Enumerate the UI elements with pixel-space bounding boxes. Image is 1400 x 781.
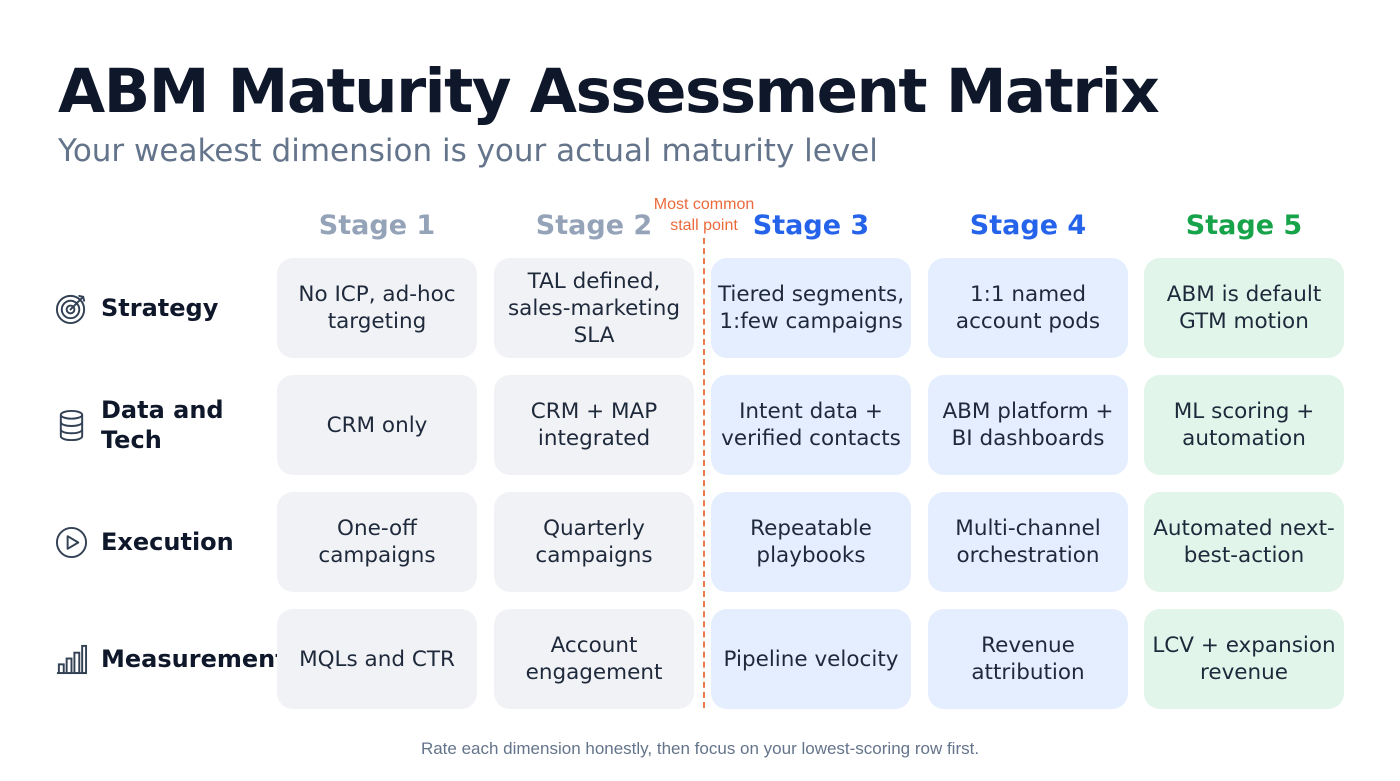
- dimension-data-and-tech: Data and Tech: [55, 375, 231, 475]
- cell-text: MQLs and CTR: [299, 646, 455, 672]
- cell-text: CRM + MAP integrated: [530, 399, 658, 451]
- cell-text: Revenue attribution: [971, 633, 1085, 685]
- dimension-label: Measurement: [101, 645, 287, 673]
- cell-text: Quarterly campaigns: [535, 516, 653, 568]
- footer-note: Rate each dimension honestly, then focus…: [420, 739, 980, 758]
- cell-text: ABM is default GTM motion: [1166, 282, 1322, 334]
- stage-header-2: Stage 2: [535, 210, 653, 241]
- dimension-strategy: Strategy: [55, 258, 271, 358]
- cell-text: Intent data + verified contacts: [721, 399, 901, 451]
- cell-text: Pipeline velocity: [723, 646, 899, 672]
- matrix-cell: ABM is default GTM motion: [1144, 258, 1344, 358]
- cell-text: Multi-channel orchestration: [955, 516, 1101, 568]
- matrix-cell: Revenue attribution: [928, 609, 1128, 709]
- matrix-cell: CRM only: [277, 375, 477, 475]
- matrix-cell: Quarterly campaigns: [494, 492, 694, 592]
- matrix-cell: Multi-channel orchestration: [928, 492, 1128, 592]
- matrix-cell: Intent data + verified contacts: [711, 375, 911, 475]
- dimension-label: Strategy: [101, 294, 219, 322]
- cell-text: CRM only: [326, 412, 428, 438]
- stall-point-annotation: Most common stall point: [653, 196, 755, 234]
- dimension-execution: Execution: [55, 492, 271, 592]
- bar-chart-icon: [56, 644, 88, 674]
- cell-text: Automated next-best-action: [1153, 516, 1335, 568]
- stall-point-divider: [703, 238, 705, 708]
- matrix-cell: Account engagement: [494, 609, 694, 709]
- matrix-cell: Automated next-best-action: [1144, 492, 1344, 592]
- cell-text: Account engagement: [525, 633, 663, 685]
- matrix-cell: ML scoring + automation: [1144, 375, 1344, 475]
- dimension-label: Data and Tech: [101, 396, 224, 454]
- matrix-cell: ABM platform + BI dashboards: [928, 375, 1128, 475]
- page-subtitle: Your weakest dimension is your actual ma…: [58, 133, 878, 169]
- matrix-cell: No ICP, ad-hoc targeting: [277, 258, 477, 358]
- database-icon: [59, 409, 84, 441]
- cell-text: One-off campaigns: [318, 516, 436, 568]
- matrix-cell: Tiered segments, 1:few campaigns: [711, 258, 911, 358]
- cell-text: Tiered segments, 1:few campaigns: [717, 282, 905, 334]
- target-icon: [55, 294, 86, 324]
- stage-header-3: Stage 3: [752, 210, 870, 241]
- matrix-cell: One-off campaigns: [277, 492, 477, 592]
- stage-header-5: Stage 5: [1185, 210, 1303, 241]
- cell-text: 1:1 named account pods: [955, 282, 1101, 334]
- dimension-measurement: Measurement: [55, 609, 287, 709]
- matrix-cell: Repeatable playbooks: [711, 492, 911, 592]
- matrix-cell: Pipeline velocity: [711, 609, 911, 709]
- matrix-cell: TAL defined, sales-marketing SLA: [494, 258, 694, 358]
- matrix-cell: LCV + expansion revenue: [1144, 609, 1344, 709]
- cell-text: TAL defined, sales-marketing SLA: [507, 268, 681, 348]
- matrix-cell: CRM + MAP integrated: [494, 375, 694, 475]
- stage-header-1: Stage 1: [318, 210, 436, 241]
- play-icon: [55, 526, 88, 558]
- cell-text: Repeatable playbooks: [750, 516, 872, 568]
- dimension-label: Execution: [101, 528, 234, 556]
- cell-text: No ICP, ad-hoc targeting: [298, 282, 456, 334]
- cell-text: ML scoring + automation: [1173, 399, 1315, 451]
- cell-text: LCV + expansion revenue: [1152, 633, 1336, 685]
- cell-text: ABM platform + BI dashboards: [942, 399, 1114, 451]
- matrix-cell: 1:1 named account pods: [928, 258, 1128, 358]
- matrix-cell: MQLs and CTR: [277, 609, 477, 709]
- page-title: ABM Maturity Assessment Matrix: [58, 56, 1160, 127]
- stage-header-4: Stage 4: [969, 210, 1087, 241]
